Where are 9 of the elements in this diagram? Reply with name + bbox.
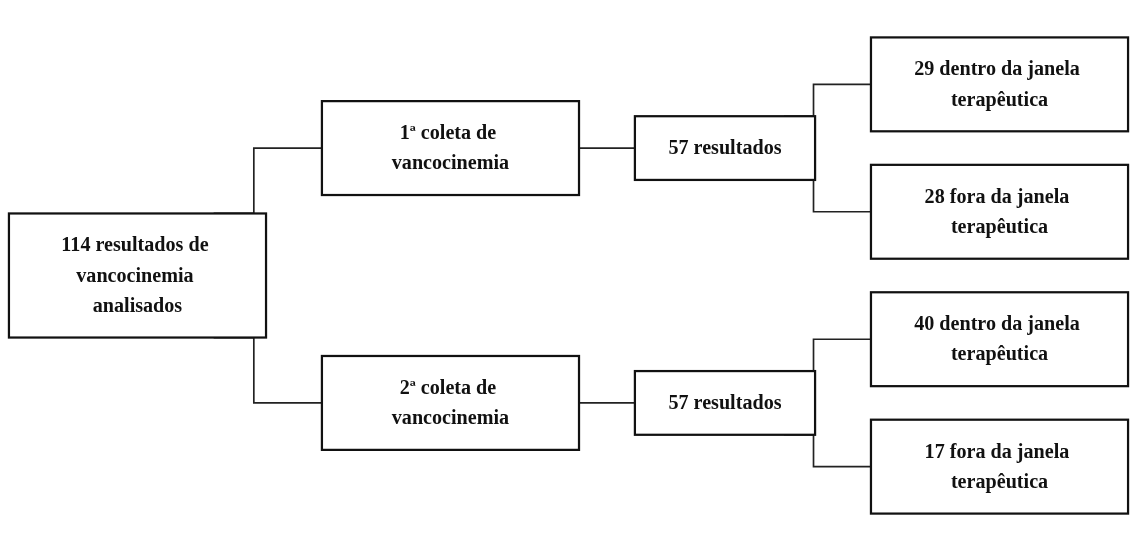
node-box: 57 resultados [633, 115, 817, 182]
node-box: 2ª coleta de vancocinemia [320, 354, 581, 451]
node-box: 1ª coleta de vancocinemia [320, 100, 581, 197]
node-box: 17 fora da janela terapêutica [869, 418, 1130, 515]
node-box: 114 resultados de vancocinemia analisados [7, 212, 268, 339]
node-box: 29 dentro da janela terapêutica [869, 36, 1130, 133]
node-box: 57 resultados [633, 369, 817, 436]
node-box: 28 fora da janela terapêutica [869, 163, 1130, 260]
node-box: 40 dentro da janela terapêutica [869, 291, 1130, 388]
